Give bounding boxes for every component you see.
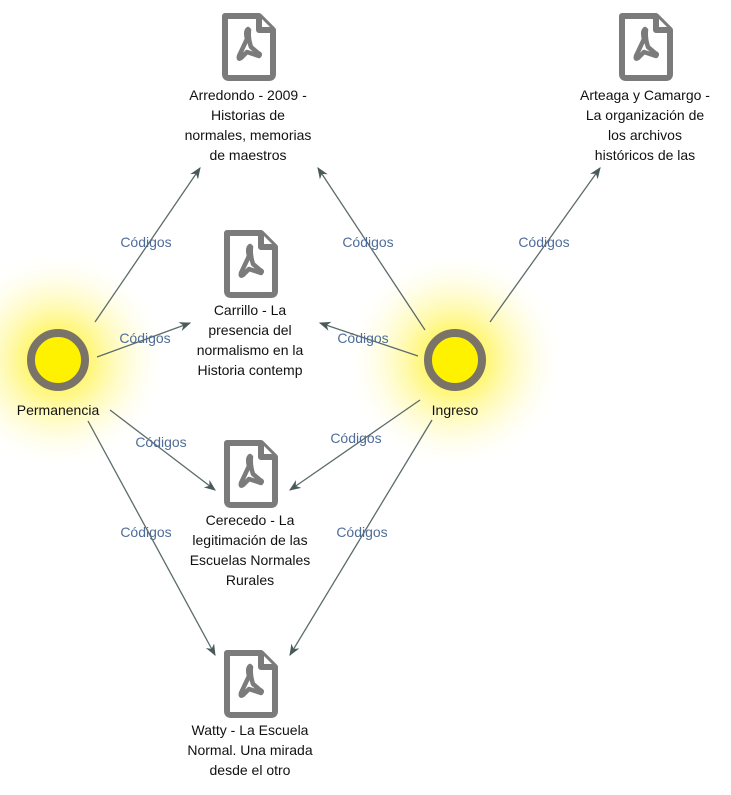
document-title-line: Arredondo - 2009 - xyxy=(189,87,307,103)
link-ingreso-carrillo[interactable]: Códigos xyxy=(318,321,419,357)
link-label: Códigos xyxy=(337,330,388,346)
link-line xyxy=(109,409,216,491)
code-label: Permanencia xyxy=(17,402,100,418)
pdf-document-icon xyxy=(224,440,278,508)
link-ingreso-arteaga[interactable]: Códigos xyxy=(489,167,601,323)
document-title-line: de maestros xyxy=(209,147,286,163)
link-label: Códigos xyxy=(518,234,569,250)
document-title-line: desde el otro xyxy=(210,762,291,778)
link-line xyxy=(317,167,426,331)
link-line xyxy=(318,321,419,357)
link-permanencia-cerecedo[interactable]: Códigos xyxy=(109,409,216,491)
document-title-line: Carrillo - La xyxy=(214,302,287,318)
link-permanencia-watty[interactable]: Códigos xyxy=(87,420,216,657)
code-label: Ingreso xyxy=(432,402,479,418)
link-line xyxy=(87,420,216,657)
link-line xyxy=(96,322,192,358)
document-node-carrillo[interactable]: Carrillo - La presencia del normalismo en … xyxy=(197,230,304,378)
document-node-arredondo[interactable]: Arredondo - 2009 - Historias de normales, … xyxy=(185,13,312,163)
document-title-line: Arteaga y Camargo - xyxy=(580,87,710,103)
document-title-line: Rurales xyxy=(226,572,274,588)
document-title-line: Escuelas Normales xyxy=(190,552,311,568)
link-label: Códigos xyxy=(119,330,170,346)
document-title-line: La organización de xyxy=(586,107,705,123)
code-circle-icon xyxy=(424,329,486,391)
document-title-line: Cerecedo - La xyxy=(206,512,295,528)
document-title-line: Historia contemp xyxy=(197,362,302,378)
link-label: Códigos xyxy=(342,234,393,250)
document-title-line: normalismo en la xyxy=(197,342,304,358)
link-permanencia-carrillo[interactable]: Códigos xyxy=(96,322,192,358)
link-label: Códigos xyxy=(120,524,171,540)
link-permanencia-arredondo[interactable]: Códigos xyxy=(94,167,201,323)
document-title-line: Normal. Una mirada xyxy=(187,742,312,758)
document-node-arteaga[interactable]: Arteaga y Camargo - La organización de los… xyxy=(580,13,710,163)
code-circle-icon xyxy=(27,329,89,391)
link-line xyxy=(289,399,421,491)
document-title-line: históricos de las xyxy=(595,147,695,163)
link-ingreso-watty[interactable]: Códigos xyxy=(289,419,433,657)
link-label: Códigos xyxy=(330,430,381,446)
link-ingreso-arredondo[interactable]: Códigos xyxy=(317,167,426,331)
code-node-permanencia[interactable]: Permanencia xyxy=(17,329,100,418)
pdf-document-icon xyxy=(222,13,276,81)
link-line xyxy=(94,167,201,323)
link-line xyxy=(489,167,601,323)
document-title-line: Watty - La Escuela xyxy=(192,722,309,738)
document-title-line: normales, memorias xyxy=(185,127,312,143)
link-label: Códigos xyxy=(336,524,387,540)
link-line xyxy=(289,419,433,657)
link-label: Códigos xyxy=(135,434,186,450)
link-label: Códigos xyxy=(120,234,171,250)
document-title-line: Historias de xyxy=(211,107,285,123)
pdf-document-icon xyxy=(224,230,278,298)
document-node-cerecedo[interactable]: Cerecedo - La legitimación de lasEscuelas… xyxy=(190,440,311,588)
code-node-ingreso[interactable]: Ingreso xyxy=(424,329,486,418)
document-title-line: los archivos xyxy=(608,127,682,143)
pdf-document-icon xyxy=(224,650,278,718)
document-title-line: legitimación de las xyxy=(192,532,307,548)
pdf-document-icon xyxy=(619,13,673,81)
document-title-line: presencia del xyxy=(208,322,291,338)
link-ingreso-cerecedo[interactable]: Códigos xyxy=(289,399,421,491)
